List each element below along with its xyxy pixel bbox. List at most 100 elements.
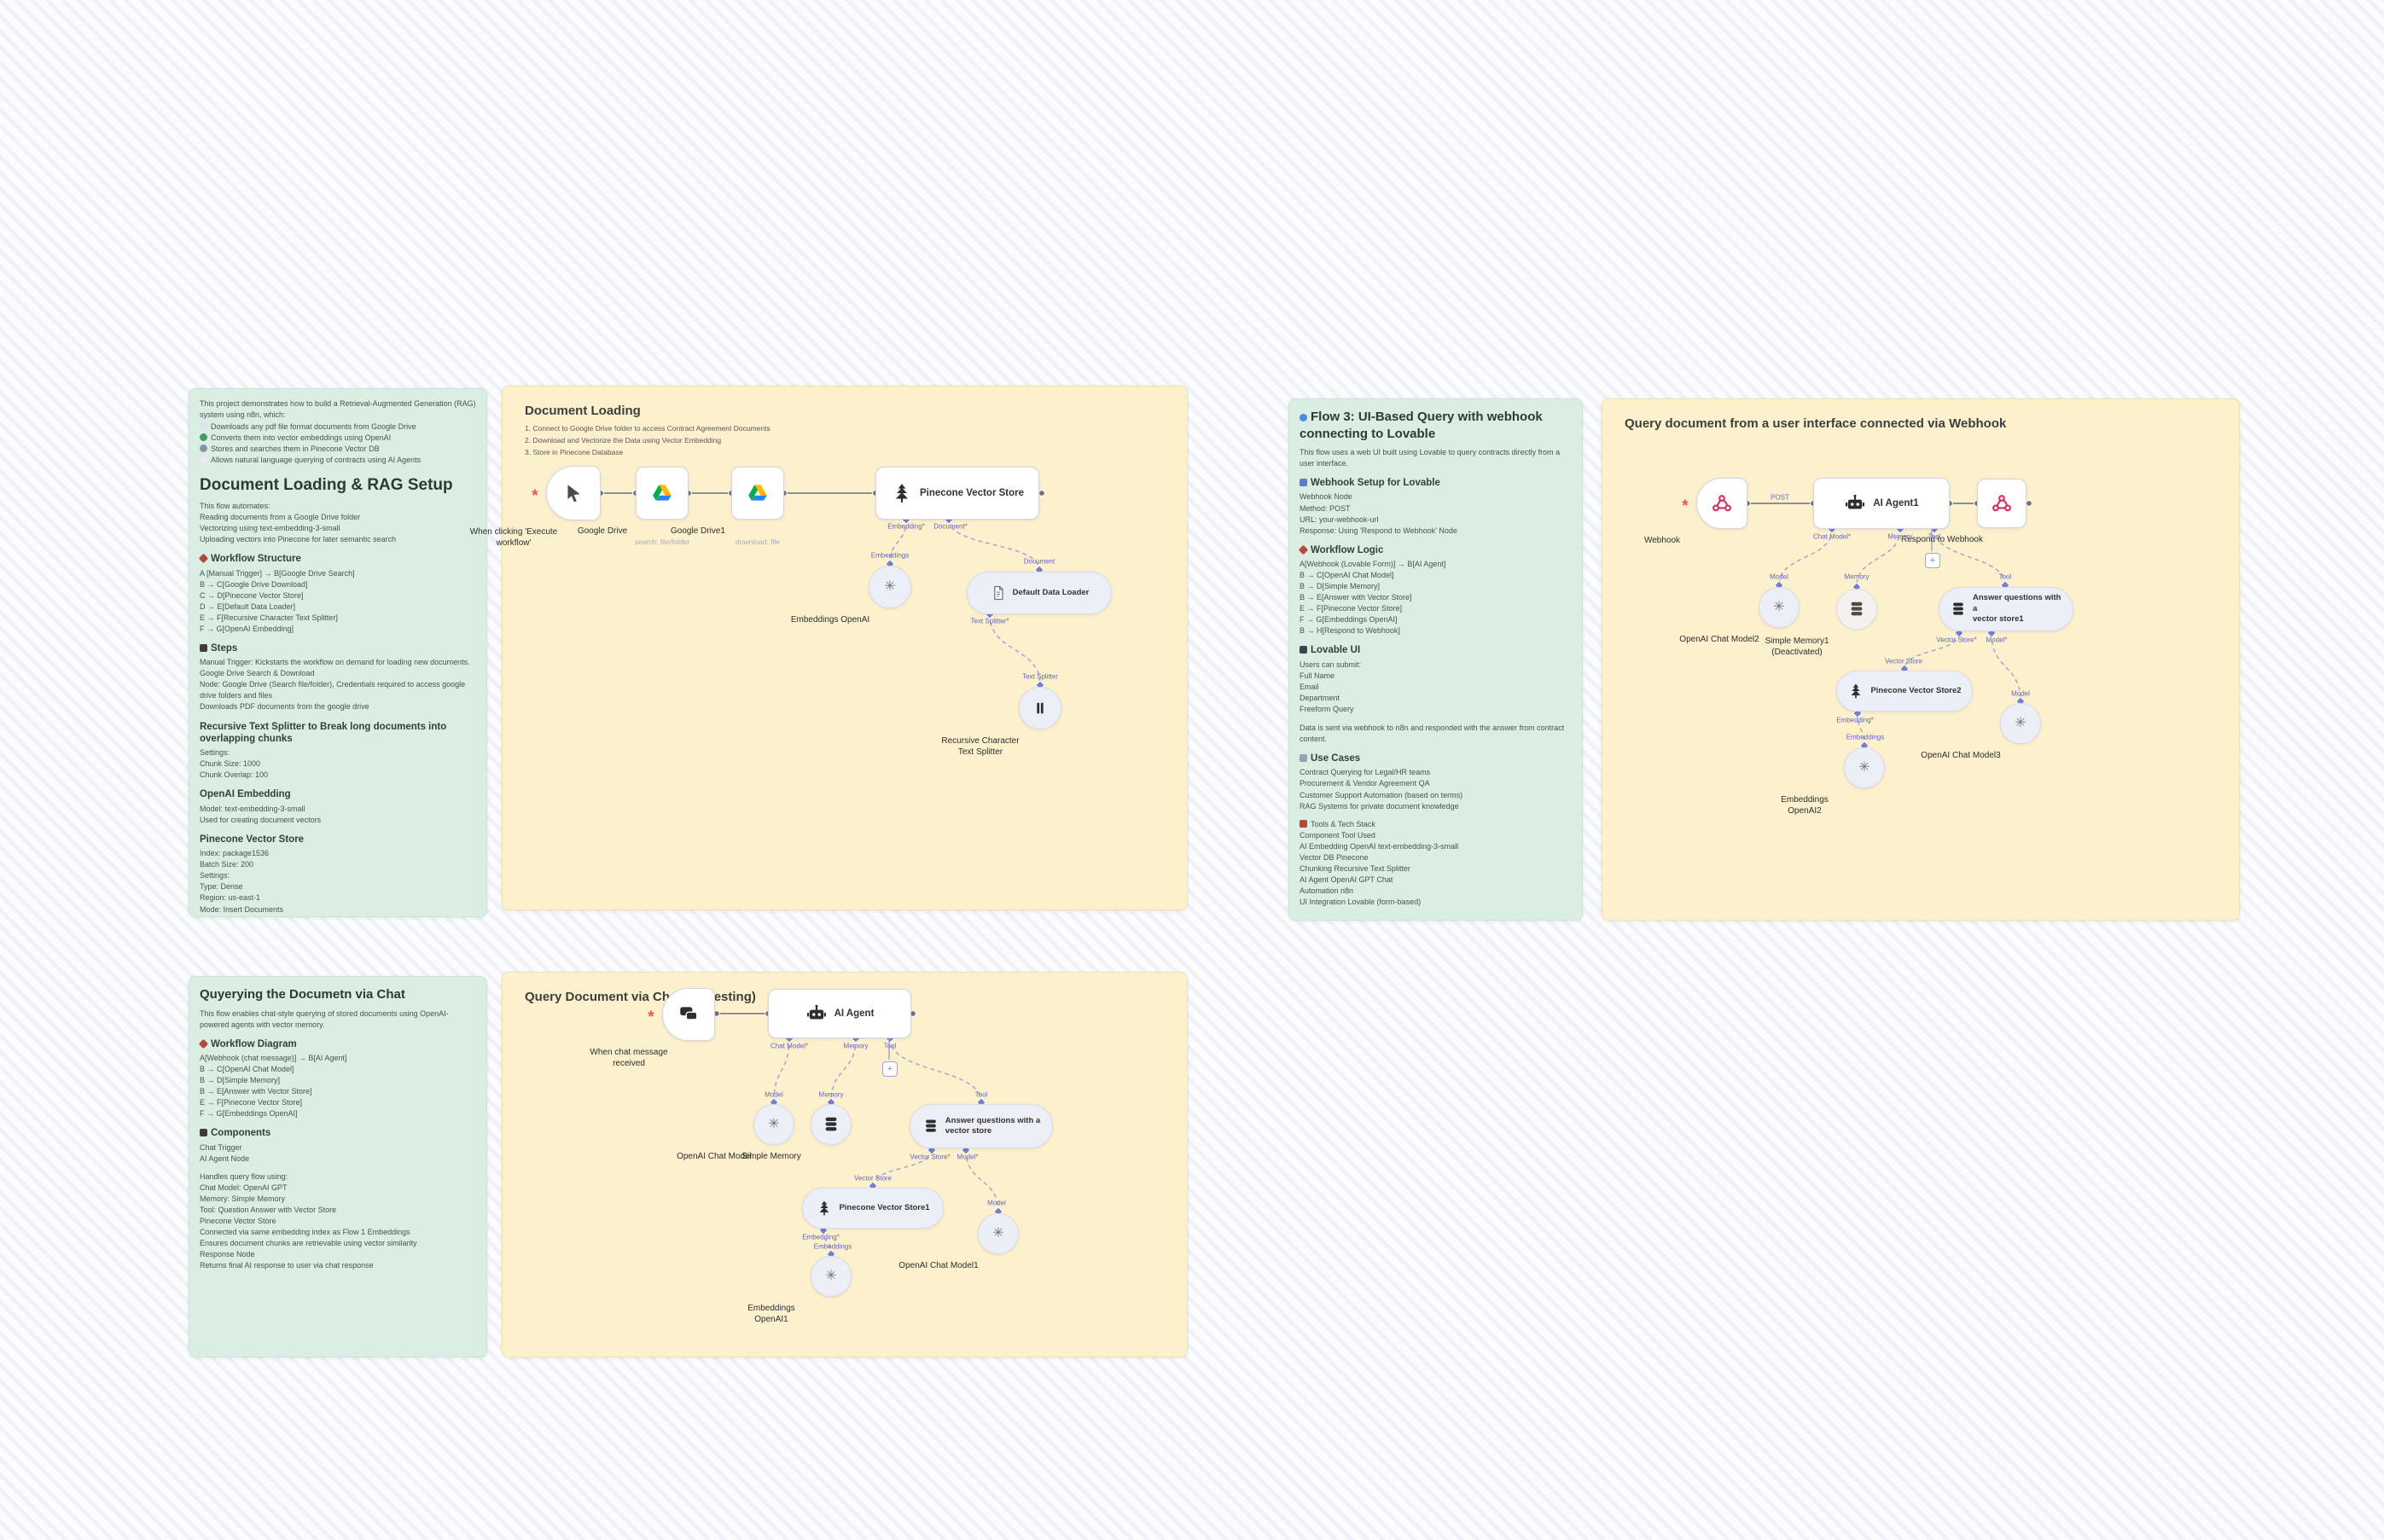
note-text: A [Manual Trigger] → B[Google Drive Sear…	[200, 568, 355, 578]
pinecone-icon	[891, 482, 913, 504]
node-ai-agent1[interactable]: AI Agent1	[1813, 478, 1950, 529]
node-openai-chat-model3[interactable]: ✳	[2000, 703, 2041, 744]
node-when-chat-message-received[interactable]	[662, 988, 715, 1041]
note-block-h2: Quyerying the Documetn via Chat	[200, 986, 476, 1003]
note-block-p: This flow uses a web UI built using Lova…	[1300, 447, 1572, 469]
node-label-openai-chat-model2: OpenAI Chat Model2	[1679, 635, 1759, 644]
node-label-simple-memory1: Simple Memory1 (Deactivated)	[1765, 636, 1829, 657]
connector-label-text: Tool	[974, 1090, 988, 1099]
note-block-line: C → D[Pinecone Vector Store]	[200, 590, 476, 601]
node-google-drive[interactable]	[636, 467, 689, 520]
note-block-line: B → H[Respond to Webhook]	[1300, 625, 1572, 636]
node-recursive-character-text-splitter[interactable]	[1019, 687, 1061, 729]
node-embeddings-openai1[interactable]: ✳	[811, 1256, 852, 1297]
node-embeddings-openai[interactable]: ✳	[869, 566, 911, 608]
note-text: Use Cases	[1311, 753, 1361, 764]
node-embeddings-openai2[interactable]: ✳	[1844, 747, 1885, 788]
connector-label: Tool	[975, 1091, 988, 1099]
note-text: Freeform Query	[1300, 704, 1354, 713]
note-text: Settings:	[200, 748, 230, 758]
node-title: Pinecone Vector Store	[919, 488, 1025, 498]
node-label-recursive-character-text-splitter: Recursive Character Text Splitter	[941, 736, 1020, 757]
node-default-data-loader[interactable]: Default Data Loader	[967, 572, 1112, 614]
splitter-icon	[1031, 699, 1050, 718]
note-text: Components	[211, 1128, 271, 1139]
note-text: Email	[1300, 682, 1319, 691]
note-block-line: Downloads PDF documents from the google …	[200, 701, 476, 712]
note-block-line: F → G[OpenAI Embedding]	[200, 624, 476, 635]
note-text: Downloads PDF documents from the google …	[200, 702, 369, 712]
note-block-line: A[Webhook (chat message)] → B[AI Agent]	[200, 1053, 476, 1064]
add-connection-button[interactable]: +	[1925, 553, 1940, 568]
note-text: B → E[Answer with Vector Store]	[1300, 593, 1412, 602]
node-pinecone-vector-store2[interactable]: Pinecone Vector Store2	[1836, 671, 1973, 712]
note-text: Component Tool Used	[1300, 830, 1375, 840]
note-block-line: A[Webhook (Lovable Form)] → B[AI Agent]	[1300, 559, 1572, 570]
note-text: Batch Size: 200	[200, 860, 254, 869]
node-title: Answer questions with a vector store1	[1973, 593, 2061, 625]
note-block-line: URL: your-webhook-url	[1300, 514, 1572, 526]
node-openai-chat-model[interactable]: ✳	[753, 1104, 794, 1145]
note-block-gap	[1300, 715, 1572, 722]
node-answer-questions-vector-store1[interactable]: Answer questions with a vector store1	[1939, 587, 2073, 631]
connector-label-text: Chat Model	[770, 1042, 805, 1050]
node-google-drive1[interactable]	[731, 467, 784, 520]
connector-label: Chat Model*	[1813, 533, 1851, 541]
node-answer-questions-vector-store[interactable]: Answer questions with a vector store	[910, 1104, 1053, 1148]
connector-label-text: Tool	[883, 1042, 897, 1050]
note-text: Manual Trigger: Kickstarts the workflow …	[200, 658, 470, 667]
node-ai-agent[interactable]: AI Agent	[768, 989, 911, 1038]
connector-label-text: Vector Store	[1936, 636, 1974, 644]
node-simple-memory1[interactable]	[1836, 589, 1877, 630]
node-respond-to-webhook[interactable]	[1977, 479, 2026, 528]
connector-label-text: Tool	[1928, 532, 1941, 541]
node-pinecone-vector-store1[interactable]: Pinecone Vector Store1	[802, 1188, 944, 1229]
note-block-h3: Workflow Logic	[1298, 544, 1572, 556]
node-openai-chat-model2[interactable]: ✳	[1759, 587, 1800, 628]
connector-label: Vector Store	[854, 1175, 892, 1183]
note-text: Workflow Logic	[1311, 544, 1384, 555]
webhook-icon	[1711, 492, 1733, 514]
note-block-line: RAG Systems for private document knowled…	[1300, 801, 1572, 812]
note-block-line: Batch Size: 200	[200, 859, 476, 870]
openai-icon: ✳	[825, 1269, 837, 1283]
sticky-note-flow3-lovable[interactable]: Flow 3: UI-Based Query with webhook conn…	[1288, 398, 1583, 921]
connector-label-text: Document	[1023, 557, 1055, 566]
node-when-clicking-execute-workflow[interactable]	[546, 466, 601, 520]
note-block-line: Pinecone Vector Store	[200, 1216, 476, 1227]
execute-indicator: *	[648, 1008, 654, 1026]
add-connection-button[interactable]: +	[882, 1061, 898, 1077]
note-text: F → G[Embeddings OpenAI]	[200, 1109, 298, 1119]
connector-label: Embedding*	[887, 523, 925, 531]
wrench-icon	[198, 554, 209, 564]
connector-label-text: Memory	[818, 1090, 844, 1099]
connector-label: Memory	[1888, 533, 1913, 541]
required-star: *	[964, 522, 968, 531]
note-text: F → G[OpenAI Embedding]	[200, 624, 294, 633]
note-text: Node: Google Drive (Search file/folder),…	[200, 680, 466, 700]
note-text: AI Embedding OpenAI text-embedding-3-sma…	[1300, 841, 1459, 851]
wrench-icon	[1298, 544, 1309, 555]
note-text: A[Webhook (Lovable Form)] → B[AI Agent]	[1300, 560, 1446, 569]
note-block-line: B → C[OpenAI Chat Model]	[1300, 570, 1572, 581]
node-simple-memory[interactable]	[811, 1104, 852, 1145]
node-pinecone-vector-store[interactable]: Pinecone Vector Store	[875, 467, 1039, 520]
note-block-line: Chunk Size: 1000	[200, 758, 476, 770]
note-block-line: This flow automates:	[200, 501, 476, 512]
note-text: Downloads any pdf file format documents …	[211, 422, 416, 432]
node-webhook[interactable]	[1696, 478, 1747, 529]
node-openai-chat-model1[interactable]: ✳	[978, 1213, 1019, 1254]
note-block-line: Chat Trigger	[200, 1142, 476, 1154]
note-text: Chunking Recursive Text Splitter	[1300, 863, 1410, 873]
note-block-line: AI Agent Node	[200, 1154, 476, 1165]
sticky-note-rag-overview[interactable]: This project demonstrates how to build a…	[189, 388, 487, 917]
note-block-line: AI Agent OpenAI GPT Chat	[1300, 875, 1572, 886]
note-block-p: This flow enables chat-style querying of…	[200, 1008, 476, 1031]
note-text: Automation n8n	[1300, 886, 1354, 895]
note-text: Converts them into vector embeddings usi…	[211, 433, 392, 443]
toolbox-icon	[1300, 819, 1307, 828]
